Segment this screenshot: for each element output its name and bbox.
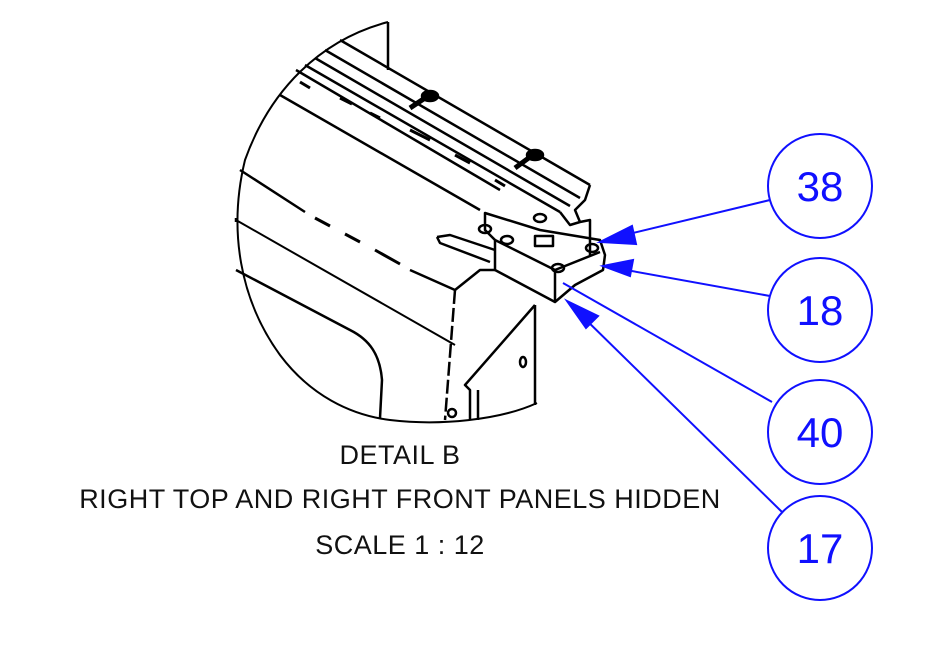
balloon-label: 17 <box>797 525 844 572</box>
detail-note: RIGHT TOP AND RIGHT FRONT PANELS HIDDEN <box>79 484 721 514</box>
balloon-18: 18 <box>767 257 873 363</box>
balloon-label: 40 <box>797 409 844 456</box>
balloon-17: 17 <box>767 495 873 601</box>
leader-lines <box>562 199 783 513</box>
balloon-label: 18 <box>797 287 844 334</box>
detail-view <box>234 21 607 424</box>
detail-scale: SCALE 1 : 12 <box>315 530 485 560</box>
balloon-38: 38 <box>767 133 873 239</box>
detail-boundary <box>236 21 538 424</box>
balloon-40: 40 <box>767 379 873 485</box>
balloon-label: 38 <box>797 163 844 210</box>
detail-title: DETAIL B <box>339 440 461 470</box>
